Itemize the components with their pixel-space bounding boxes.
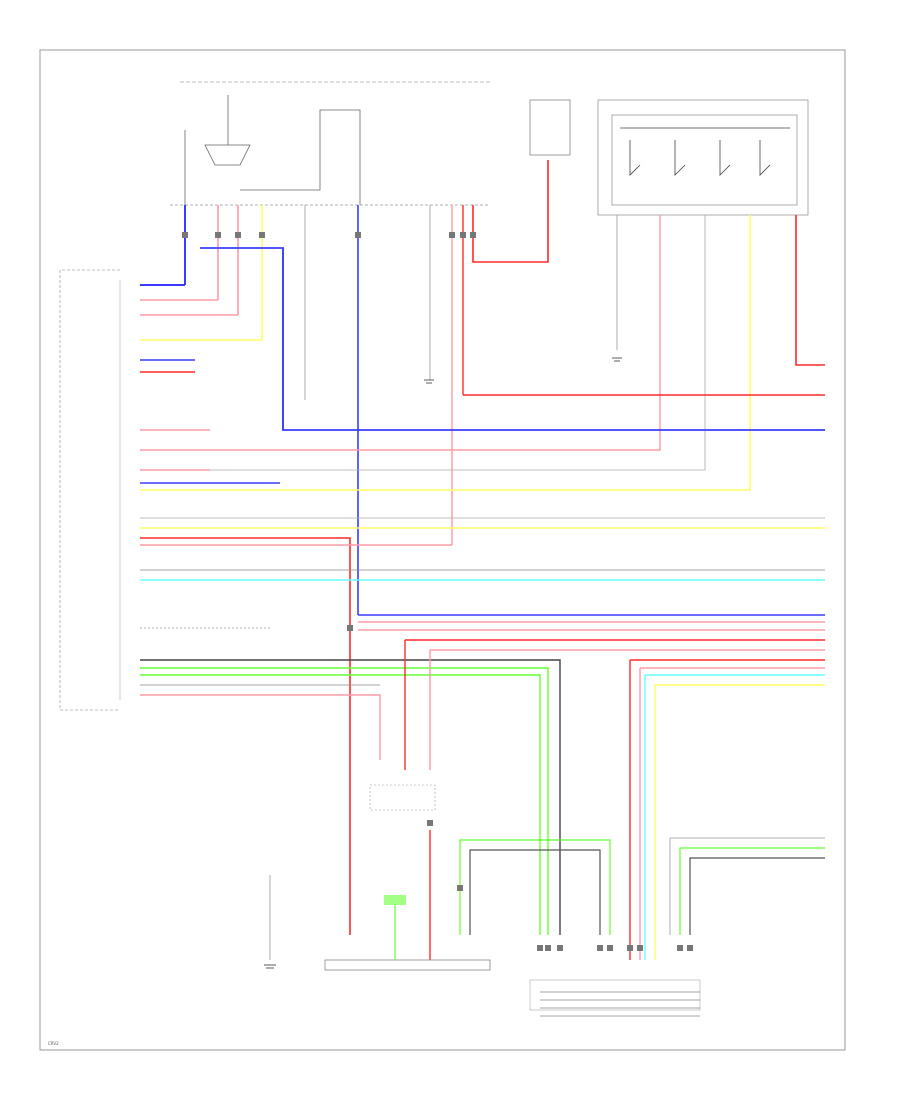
- sensor-block: [369, 784, 436, 811]
- fuse-box: [529, 99, 571, 156]
- diagram-frame: [39, 49, 846, 1051]
- wire-gray-lr4: [689, 857, 825, 935]
- bottom-bus-lines: [540, 991, 700, 1017]
- wire-red-r5: [795, 215, 825, 366]
- pin-markers: [182, 232, 693, 951]
- ground-symbol-3: [264, 964, 276, 969]
- relay-frame: [184, 109, 361, 205]
- wire-gray-lr2: [469, 849, 601, 935]
- ground-symbol-2: [424, 379, 434, 384]
- wire-green-m2: [140, 667, 549, 935]
- wire-yellow-r4: [140, 215, 751, 491]
- wire-gray-r3: [140, 215, 706, 471]
- wire-green-m3: [140, 674, 541, 935]
- switch-contacts: [620, 127, 790, 176]
- control-module-boundary: [59, 269, 120, 711]
- wire-green-lr3: [679, 847, 825, 935]
- green-connector: [384, 895, 406, 905]
- wire-red-r2: [140, 215, 661, 451]
- wire-gray-lr5: [669, 837, 825, 935]
- wire-red-c3: [472, 160, 549, 263]
- wire-pink-m5: [140, 694, 381, 760]
- bottom-connector-right: [529, 979, 701, 1011]
- ground-symbol-1: [612, 357, 622, 362]
- footer-code: CRV2: [48, 1041, 59, 1046]
- wire-green-lr1: [459, 839, 611, 935]
- wire-gray-m1: [140, 659, 561, 935]
- wire-red-h13: [140, 537, 351, 935]
- wire-blue-long-h: [200, 247, 825, 431]
- relay-body: [204, 144, 251, 166]
- switch-assembly-inner: [611, 114, 798, 206]
- bottom-connector-left: [324, 959, 491, 971]
- switch-assembly-outer: [597, 99, 809, 216]
